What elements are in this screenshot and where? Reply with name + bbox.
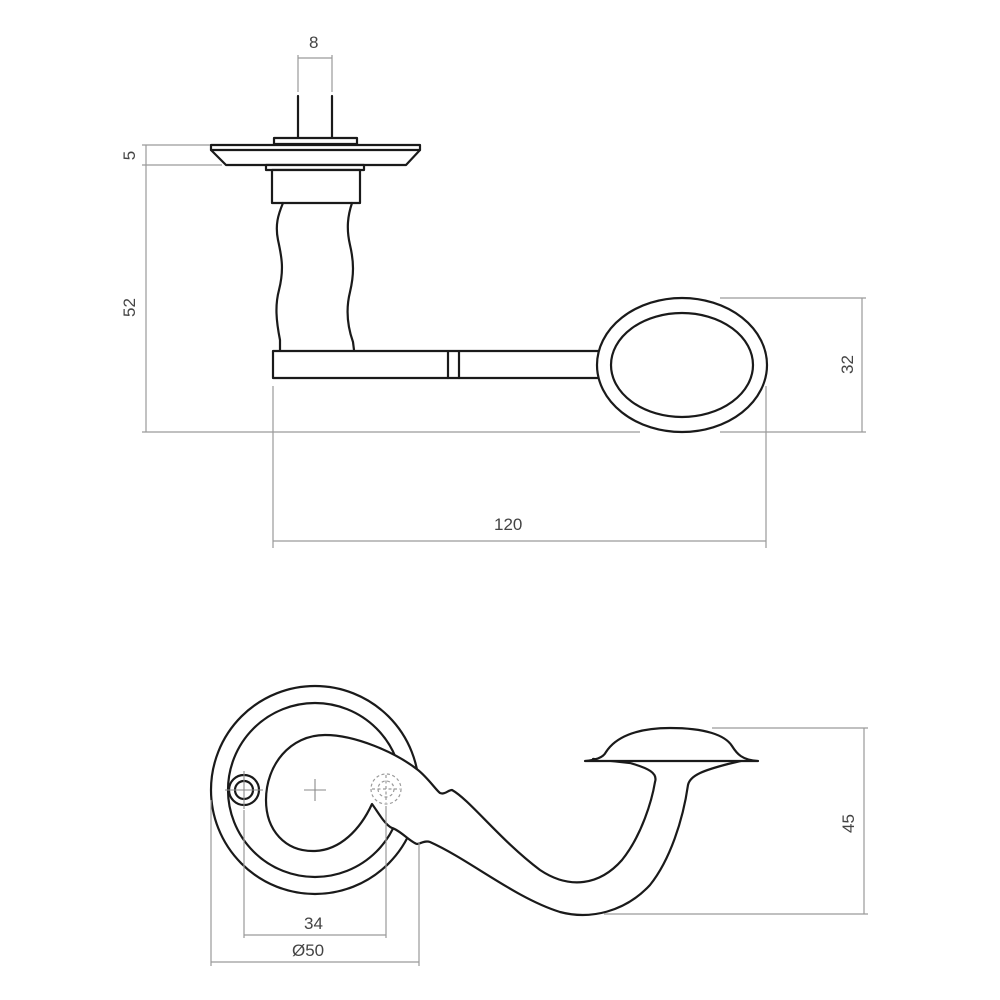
label-lever-height: 45 [838, 814, 858, 833]
lever-body [264, 733, 747, 917]
oval-grip-inner [609, 311, 755, 419]
oval-grip-outer [595, 296, 769, 434]
side-view [142, 55, 866, 548]
top-view [209, 684, 868, 966]
lever-bar [271, 349, 604, 380]
dimension-grip-height [720, 297, 866, 432]
dimension-rose-diameter [210, 800, 420, 966]
rose-plate [209, 143, 422, 167]
wavy-shank [275, 201, 356, 352]
label-projection: 120 [494, 515, 523, 534]
label-height: 52 [119, 298, 139, 317]
label-rose-thickness: 5 [120, 150, 140, 161]
spindle [296, 94, 334, 140]
hidden-screw [370, 773, 402, 805]
label-grip-height: 32 [837, 355, 857, 374]
dimension-screw-offset [243, 806, 387, 938]
label-screw-offset: 34 [304, 914, 323, 933]
dimension-rose-thickness [142, 144, 222, 432]
dimension-projection [272, 386, 767, 548]
lever-end-cap [583, 726, 760, 763]
label-spindle-width: 8 [309, 33, 319, 52]
spindle-center-mark [304, 779, 326, 801]
dimension-spindle-width [297, 55, 333, 92]
dimension-lever-height [604, 727, 868, 915]
neck-collar [270, 168, 362, 205]
label-rose-diameter: Ø50 [292, 941, 325, 960]
spindle-washer [272, 136, 359, 146]
